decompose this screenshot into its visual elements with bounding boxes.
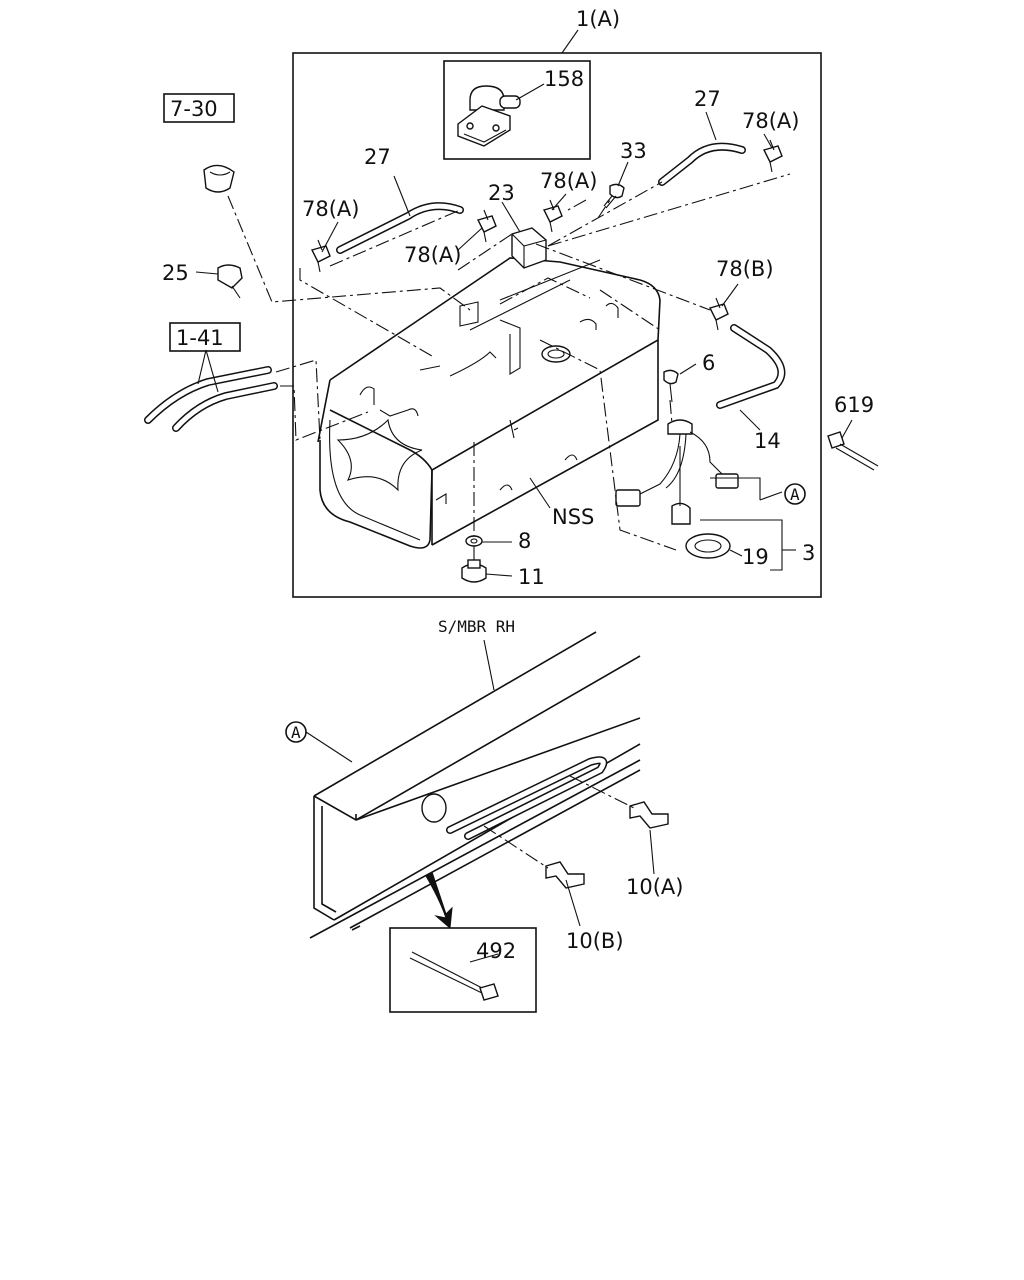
ref-141: 1-41 xyxy=(176,326,224,350)
vent-valve-158 xyxy=(457,83,545,147)
clamp-78a-center xyxy=(476,209,497,243)
drain-plug-11 xyxy=(461,559,487,583)
clamp-78a-mid xyxy=(542,199,563,233)
callout-78a-mid: 78(A) xyxy=(540,169,597,193)
hose-14 xyxy=(716,324,786,409)
gasket-19 xyxy=(685,533,731,559)
main-frame xyxy=(292,52,822,598)
circle-a-marker-top xyxy=(784,483,806,505)
arrow-to-492 xyxy=(425,871,453,930)
valve-23 xyxy=(511,227,547,269)
clamp-78b xyxy=(708,297,729,331)
ref-box-141 xyxy=(169,322,241,352)
callout-27-left: 27 xyxy=(364,145,391,169)
clamp-78a-left xyxy=(310,239,331,273)
hose-27-right xyxy=(658,142,746,186)
circle-a-label-bottom: A xyxy=(291,723,301,742)
cable-tie-492 xyxy=(409,951,499,1001)
sender-unit-3 xyxy=(615,419,739,525)
circle-a-label-top: A xyxy=(790,485,800,504)
callout-10a: 10(A) xyxy=(626,875,683,899)
fuel-tank xyxy=(317,257,661,549)
clip-10a xyxy=(629,801,669,829)
callout-8: 8 xyxy=(518,529,531,553)
label-smbr-rh: S/MBR RH xyxy=(438,617,515,636)
filler-pipes xyxy=(144,366,278,432)
filler-cap xyxy=(203,164,235,193)
callout-619: 619 xyxy=(834,393,874,417)
callout-1a: 1(A) xyxy=(576,7,620,31)
ref-730: 7-30 xyxy=(170,97,218,121)
callout-10b: 10(B) xyxy=(566,929,624,953)
side-member-rh xyxy=(309,631,641,939)
callout-19: 19 xyxy=(742,545,769,569)
ref-box-730 xyxy=(163,93,235,123)
callout-14: 14 xyxy=(754,429,781,453)
screw-33 xyxy=(603,183,625,209)
callout-78a-center: 78(A) xyxy=(404,243,461,267)
callout-11: 11 xyxy=(518,565,545,589)
clip-10b xyxy=(545,861,585,889)
callout-27-right: 27 xyxy=(694,87,721,111)
screw-6 xyxy=(663,369,679,403)
callout-158: 158 xyxy=(544,67,584,91)
cable-tie-619 xyxy=(827,431,879,471)
callout-33: 33 xyxy=(620,139,647,163)
callout-23: 23 xyxy=(488,181,515,205)
callout-492: 492 xyxy=(476,939,516,963)
callout-3: 3 xyxy=(802,541,815,565)
callout-78a-top-right: 78(A) xyxy=(742,109,799,133)
callout-25: 25 xyxy=(162,261,189,285)
washer-8 xyxy=(465,535,483,547)
callout-78b: 78(B) xyxy=(716,257,774,281)
clip-25 xyxy=(217,264,243,299)
clamp-78a-top-right xyxy=(762,139,783,173)
inset-box-158 xyxy=(443,60,591,160)
hose-27-left xyxy=(336,202,464,254)
circle-a-marker-bottom xyxy=(285,721,307,743)
callout-nss: NSS xyxy=(552,505,594,529)
callout-6: 6 xyxy=(702,351,715,375)
inset-box-492 xyxy=(389,927,537,1013)
callout-78a-left: 78(A) xyxy=(302,197,359,221)
